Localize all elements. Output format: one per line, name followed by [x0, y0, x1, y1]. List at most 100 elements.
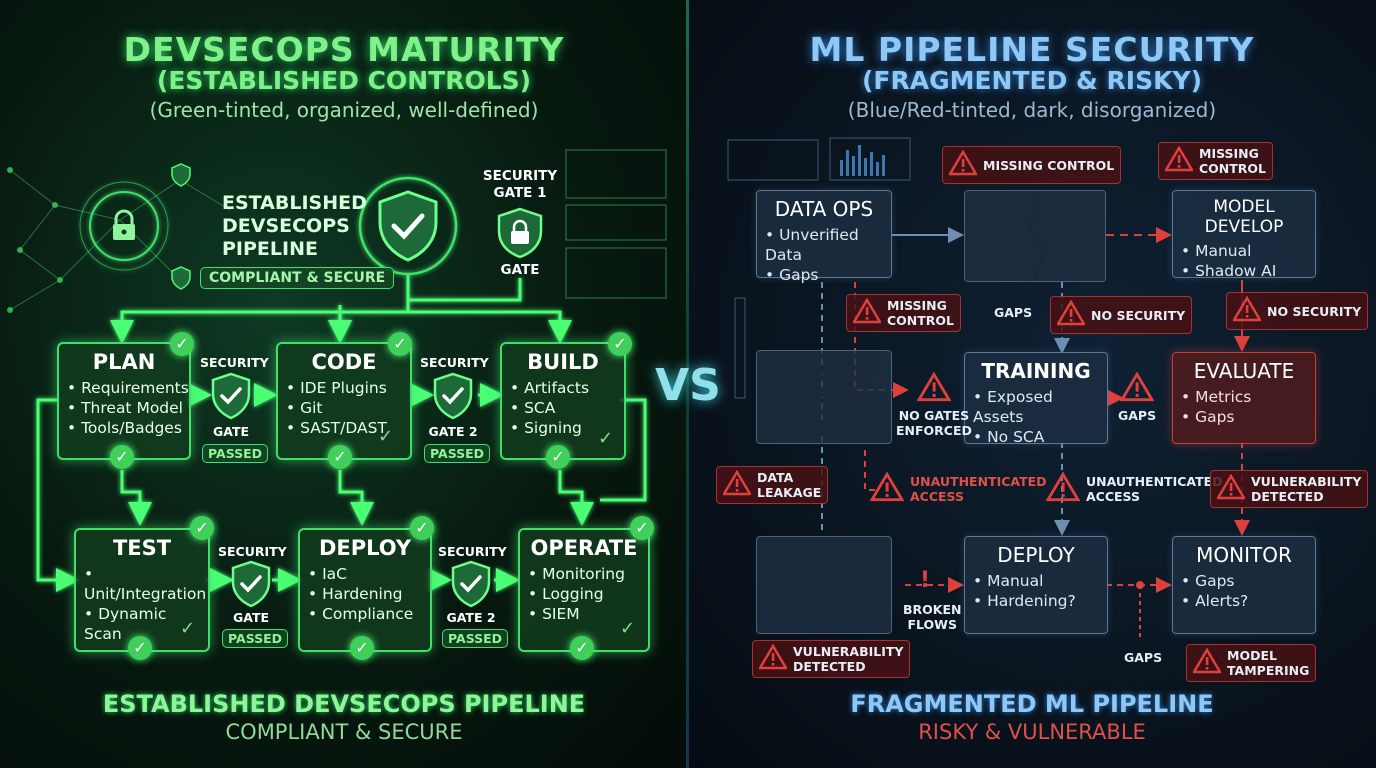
warning-text: UNAUTHENTICATED [1086, 474, 1223, 489]
stage-item: Unverified Data [765, 225, 891, 265]
stage-item: Gaps [765, 265, 891, 285]
warning-icon [1231, 295, 1263, 326]
warning-text: DETECTED [1251, 489, 1324, 504]
stage-item: Artifacts [510, 378, 624, 398]
stage-title: TRAINING [981, 359, 1091, 383]
stage-item: SCA [510, 398, 624, 418]
gate-shield-icon [210, 372, 252, 424]
warning-text: NO GATES [898, 408, 970, 423]
stage-item: IDE Plugins [286, 378, 410, 398]
exclamation-icon: ! [920, 568, 931, 593]
gate1-label: SECURITY GATE 1 [478, 168, 562, 202]
warning-icon [947, 149, 979, 180]
warning-text: VULNERABILITY [793, 644, 904, 659]
empty-stage-box [964, 190, 1106, 282]
stage-item: Dynamic Scan [84, 604, 208, 644]
gaps-label: GAPS [994, 305, 1033, 320]
warning-text: MODEL [1227, 648, 1277, 663]
warning-text: UNAUTHENTICATED [910, 474, 1047, 489]
check-icon: ✓ [630, 516, 654, 540]
left-footer-title: ESTABLISHED DEVSECOPS PIPELINE [102, 690, 586, 718]
gate1-bottom: GATE [500, 262, 540, 278]
check-icon: ✓ [110, 445, 134, 469]
right-title: ML PIPELINE SECURITY [809, 30, 1255, 69]
check-icon: ✓ [128, 636, 152, 660]
warning-no-security: NO SECURITY [1226, 292, 1369, 330]
gate-top-label: SECURITY [438, 544, 507, 559]
hero-shield-icon [376, 190, 440, 266]
warning-icon [1191, 647, 1223, 678]
stage-item: Hardening? [973, 591, 1107, 611]
stage-title: PLAN [92, 350, 156, 374]
center-divider [686, 0, 689, 768]
small-check-icon: ✓ [620, 618, 636, 639]
stage-title: MODEL DEVELOP [1204, 197, 1284, 237]
stage-title: EVALUATE [1193, 359, 1295, 383]
warning-text: ENFORCED [896, 423, 972, 438]
warning-icon [1119, 371, 1155, 406]
warning-icon [916, 371, 952, 406]
gate-passed-badge: PASSED [442, 629, 509, 648]
warning-gaps: GAPS [1118, 371, 1157, 423]
check-icon: ✓ [170, 332, 194, 356]
stage-ml-deploy: DEPLOY ManualHardening? [964, 536, 1108, 634]
warning-icon [1163, 145, 1195, 176]
empty-stage-box [756, 536, 892, 634]
warning-missing-control: MISSING CONTROL [942, 146, 1122, 184]
small-check-icon: ✓ [180, 618, 196, 639]
check-icon: ✓ [608, 332, 632, 356]
warning-text: MISSING [1199, 146, 1259, 161]
stage-monitor: MONITOR GapsAlerts? [1172, 536, 1316, 634]
stage-model-develop: MODEL DEVELOP ManualShadow AI [1172, 190, 1316, 280]
broken-flows-line: FLOWS [907, 617, 957, 632]
right-note: (Blue/Red-tinted, dark, disorganized) [847, 98, 1217, 122]
warning-text: VULNERABILITY [1251, 474, 1362, 489]
stage-item: Exposed Assets [973, 387, 1107, 427]
warning-icon [721, 469, 753, 500]
warning-no-security: NO SECURITY [1050, 296, 1193, 334]
warning-icon [757, 643, 789, 674]
lock-icon [104, 206, 144, 246]
stage-item: Metrics [1181, 387, 1315, 407]
gate-bottom-label: GATE [212, 424, 250, 439]
warning-icon [1045, 471, 1081, 506]
broken-flows-line: BROKEN [903, 602, 962, 617]
warning-text: CONTROL [887, 313, 955, 328]
gate-passed-badge: PASSED [424, 444, 491, 463]
warning-icon [1215, 473, 1247, 504]
stage-title: OPERATE [530, 536, 638, 560]
hero-label-line: DEVSECOPS [222, 215, 350, 237]
gate-top-label: SECURITY [200, 355, 269, 370]
stage-test: TEST Unit/IntegrationDynamic Scan [74, 528, 210, 652]
warning-text: TAMPERING [1227, 663, 1310, 678]
warning-text: GAPS [1118, 408, 1157, 423]
stage-evaluate: EVALUATE MetricsGaps [1172, 352, 1316, 444]
stage-item: Signing [510, 418, 624, 438]
left-note: (Green-tinted, organized, well-defined) [149, 98, 539, 122]
stage-title: DATA OPS [774, 197, 874, 221]
stage-item: Gaps [1181, 407, 1315, 427]
small-shield-icon [170, 266, 192, 294]
check-icon: ✓ [410, 516, 434, 540]
stage-title: MONITOR [1196, 543, 1292, 567]
hero-label-line: ESTABLISHED [222, 192, 367, 214]
warning-icon [869, 471, 905, 506]
stage-title: TEST [112, 536, 172, 560]
check-icon: ✓ [328, 445, 352, 469]
hero-label: ESTABLISHED DEVSECOPS PIPELINE [222, 192, 367, 261]
stage-item: Manual [973, 571, 1107, 591]
stage-item: Requirements [67, 378, 189, 398]
gate-shield-icon [230, 560, 272, 612]
stage-title: CODE [311, 350, 377, 374]
stage-data-ops: DATA OPS Unverified DataGaps [756, 190, 892, 284]
warning-text: ACCESS [1086, 489, 1141, 504]
stage-code: CODE IDE PluginsGitSAST/DAST [276, 342, 412, 460]
